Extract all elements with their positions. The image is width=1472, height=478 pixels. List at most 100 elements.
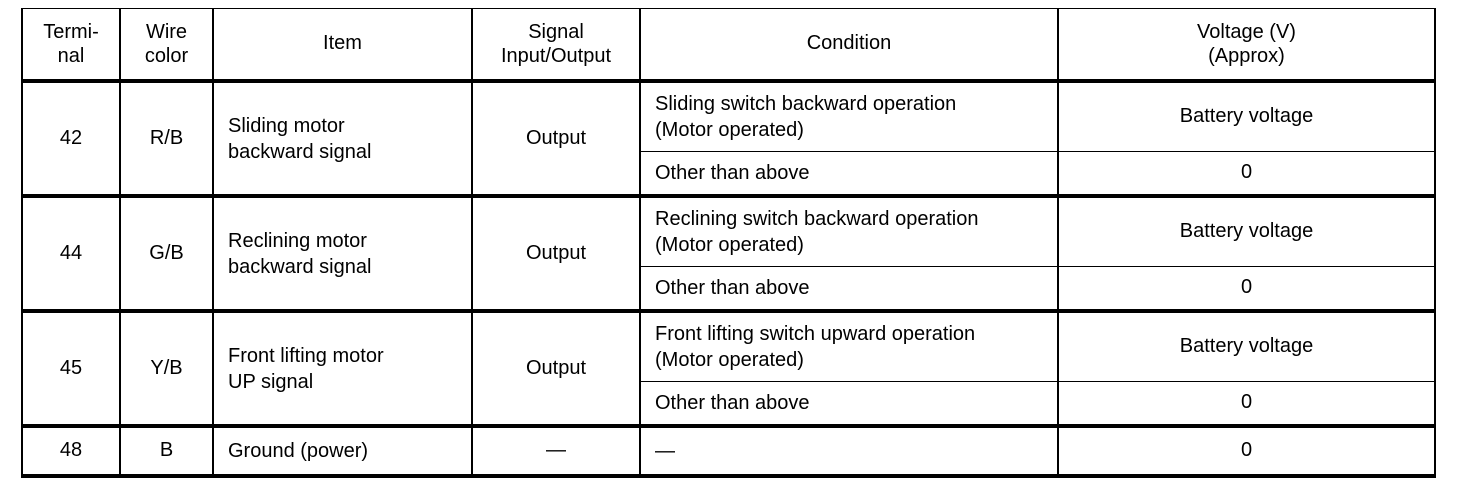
wire-color-value: B bbox=[159, 439, 174, 462]
item-value: Reclining motor backward signal bbox=[214, 228, 471, 280]
cell-condition: — bbox=[639, 424, 1059, 478]
column-header-item: Item bbox=[212, 8, 473, 82]
item-value: Front lifting motor UP signal bbox=[214, 343, 471, 395]
column-header-condition: Condition bbox=[639, 8, 1059, 82]
header-item-line1: Item bbox=[323, 32, 362, 55]
item-line: backward signal bbox=[228, 140, 372, 163]
item-line: Front lifting motor bbox=[228, 344, 384, 367]
header-voltage-line2: (Approx) bbox=[1208, 45, 1285, 67]
terminal-value: 45 bbox=[59, 356, 83, 379]
condition-value: Sliding switch backward operation (Motor … bbox=[641, 91, 1057, 143]
column-header-wire-color: Wire color bbox=[119, 8, 214, 82]
wire-color-value: G/B bbox=[149, 241, 184, 264]
terminal-voltage-spec-table: Termi- nal Wire color Item bbox=[21, 8, 1436, 478]
condition-line: (Motor operated) bbox=[655, 118, 804, 141]
cell-signal-io: Output bbox=[471, 309, 641, 427]
cell-condition: Reclining switch backward operation (Moto… bbox=[639, 194, 1059, 267]
voltage-value: 0 bbox=[1240, 160, 1253, 183]
spec-table: Termi- nal Wire color Item bbox=[21, 8, 1436, 478]
condition-line: — bbox=[655, 440, 675, 462]
header-terminal-line1: Termi- bbox=[43, 20, 99, 43]
table-row: 45 Y/B Front lifting motor UP signal Output F… bbox=[21, 309, 1436, 427]
table-row: 44 G/B Reclining motor backward signal Outpu… bbox=[21, 194, 1436, 312]
condition-line: Front lifting switch upward operation bbox=[655, 322, 976, 345]
table-row: Other than above 0 bbox=[22, 380, 1436, 427]
cell-terminal: 45 bbox=[21, 309, 121, 427]
cell-voltage: Battery voltage bbox=[1057, 309, 1436, 382]
column-header-voltage: Voltage (V) (Approx) bbox=[1057, 8, 1436, 82]
cell-signal-io: Output bbox=[471, 79, 641, 197]
header-voltage-line1: Voltage (V) bbox=[1197, 20, 1296, 43]
cell-voltage: 0 bbox=[1057, 265, 1436, 312]
condition-line: Other than above bbox=[655, 161, 810, 184]
cell-item: Ground (power) bbox=[212, 424, 473, 478]
condition-line: Other than above bbox=[655, 391, 810, 414]
item-line: Sliding motor bbox=[228, 114, 345, 137]
item-line: backward signal bbox=[228, 255, 372, 278]
condition-line: Sliding switch backward operation bbox=[655, 92, 957, 115]
condition-line: Other than above bbox=[655, 276, 810, 299]
cell-wire-color: B bbox=[119, 424, 214, 478]
header-terminal-line2: nal bbox=[57, 45, 85, 67]
terminal-value: 48 bbox=[59, 439, 83, 462]
condition-value: Other than above bbox=[641, 390, 1057, 416]
signal-io-value: Output bbox=[525, 126, 587, 149]
condition-value: Other than above bbox=[641, 275, 1057, 301]
voltage-value: 0 bbox=[1240, 439, 1253, 462]
voltage-value: 0 bbox=[1240, 275, 1253, 298]
cell-terminal: 44 bbox=[21, 194, 121, 312]
voltage-value: Battery voltage bbox=[1179, 219, 1314, 242]
voltage-value: Battery voltage bbox=[1179, 334, 1314, 357]
item-value: Ground (power) bbox=[214, 438, 471, 464]
cell-voltage: Battery voltage bbox=[1057, 194, 1436, 267]
cell-condition: Front lifting switch upward operation (Mo… bbox=[639, 309, 1059, 382]
table-row: 48 B Ground (power) — — 0 bbox=[21, 424, 1436, 478]
item-line: UP signal bbox=[228, 370, 314, 393]
header-wire-line1: Wire bbox=[145, 20, 188, 43]
header-condition-line1: Condition bbox=[806, 32, 892, 55]
table-row: Other than above 0 bbox=[22, 150, 1436, 197]
header-signal-line1: Signal bbox=[528, 20, 584, 43]
terminal-value: 42 bbox=[59, 126, 83, 149]
cell-wire-color: R/B bbox=[119, 79, 214, 197]
signal-io-value: Output bbox=[525, 356, 587, 379]
cell-condition: Other than above bbox=[639, 265, 1059, 312]
condition-line: Reclining switch backward operation bbox=[655, 207, 979, 230]
cell-voltage: 0 bbox=[1057, 380, 1436, 427]
column-header-signal-io: Signal Input/Output bbox=[471, 8, 641, 82]
item-line: Reclining motor bbox=[228, 229, 367, 252]
wire-color-value: R/B bbox=[149, 126, 184, 149]
cell-wire-color: Y/B bbox=[119, 309, 214, 427]
condition-value: Reclining switch backward operation (Moto… bbox=[641, 206, 1057, 258]
condition-value: — bbox=[641, 438, 1057, 464]
cell-condition: Sliding switch backward operation (Motor … bbox=[639, 79, 1059, 152]
condition-value: Other than above bbox=[641, 160, 1057, 186]
item-line: Ground (power) bbox=[228, 440, 369, 462]
condition-value: Front lifting switch upward operation (Mo… bbox=[641, 321, 1057, 373]
signal-io-value: Output bbox=[525, 241, 587, 264]
condition-line: (Motor operated) bbox=[655, 233, 804, 256]
cell-item: Reclining motor backward signal bbox=[212, 194, 473, 312]
terminal-value: 44 bbox=[59, 241, 83, 264]
cell-voltage: Battery voltage bbox=[1057, 79, 1436, 152]
cell-voltage: 0 bbox=[1057, 424, 1436, 478]
cell-item: Front lifting motor UP signal bbox=[212, 309, 473, 427]
item-value: Sliding motor backward signal bbox=[214, 113, 471, 165]
voltage-value: 0 bbox=[1240, 390, 1253, 413]
cell-signal-io: — bbox=[471, 424, 641, 478]
table-header: Termi- nal Wire color Item bbox=[21, 8, 1436, 82]
cell-item: Sliding motor backward signal bbox=[212, 79, 473, 197]
header-wire-line2: color bbox=[144, 45, 189, 67]
cell-terminal: 48 bbox=[21, 424, 121, 478]
cell-condition: Other than above bbox=[639, 150, 1059, 197]
cell-wire-color: G/B bbox=[119, 194, 214, 312]
header-row: Termi- nal Wire color Item bbox=[21, 8, 1436, 82]
signal-io-value: — bbox=[546, 439, 566, 462]
voltage-value: Battery voltage bbox=[1179, 104, 1314, 127]
condition-line: (Motor operated) bbox=[655, 348, 804, 371]
table-row: 42 R/B Sliding motor backward signal Output S… bbox=[21, 79, 1436, 197]
cell-condition: Other than above bbox=[639, 380, 1059, 427]
header-signal-line2: Input/Output bbox=[500, 45, 612, 67]
cell-voltage: 0 bbox=[1057, 150, 1436, 197]
